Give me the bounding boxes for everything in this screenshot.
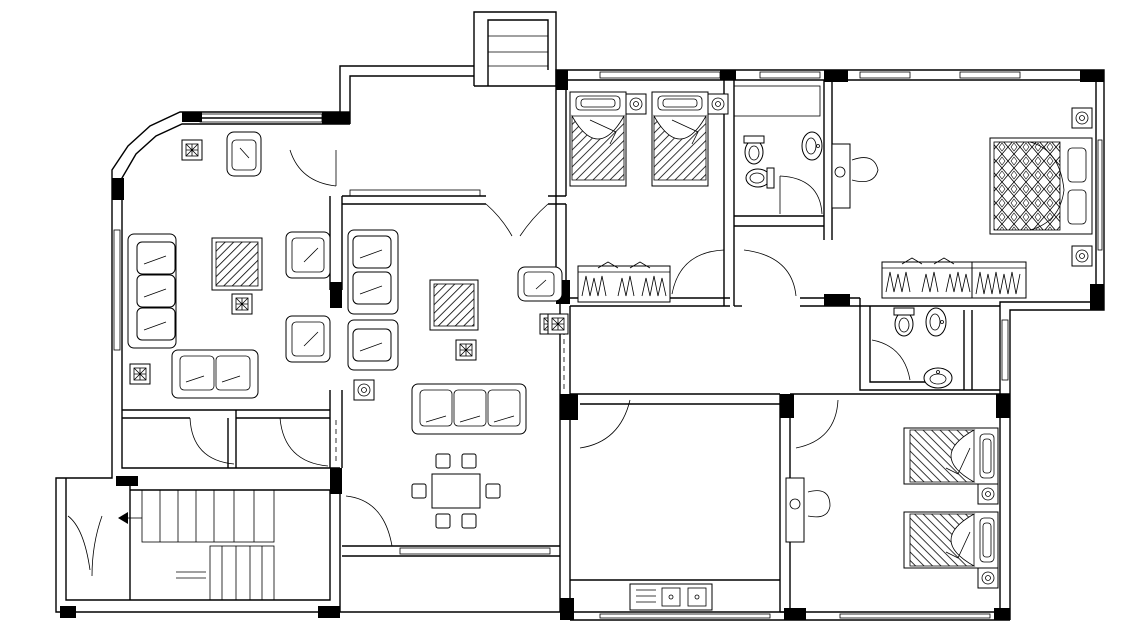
doors [67,149,911,577]
walls [55,11,1105,621]
bedroom-furniture [569,91,879,303]
windows [113,71,1103,619]
stairs [118,489,275,601]
family-dining-furniture [347,229,563,529]
master-bedroom-furniture [881,107,1093,389]
living-furniture [127,131,375,401]
bottom-rooms-furniture [547,313,999,611]
